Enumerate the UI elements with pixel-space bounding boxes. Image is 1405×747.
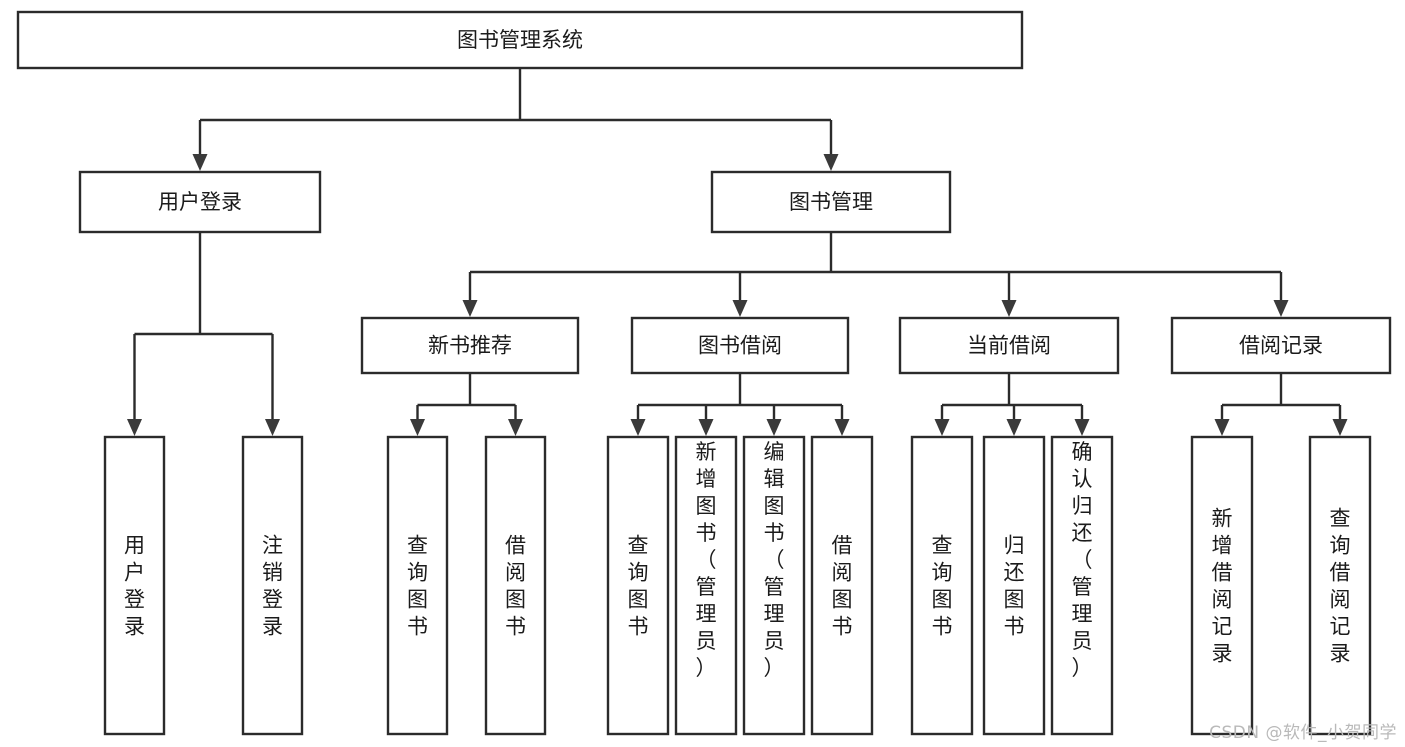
node-book-borrow[interactable]: 图书借阅 (630, 316, 850, 375)
new-book-recommend-to-leaves-arrow-1 (508, 419, 523, 436)
node-leaf-user-login-box (103, 435, 166, 736)
new-book-recommend-to-leaves-arrow-0 (410, 419, 425, 436)
node-leaf-return-book-label: 归还图书 (1004, 534, 1025, 639)
node-leaf-borrow-book-2[interactable]: 借阅图书 (810, 435, 874, 736)
book-borrow-to-leaves-arrow-2 (766, 419, 782, 436)
node-leaf-edit-book-label: 编辑图书（管理员） (764, 440, 785, 680)
book-manage-to-level3-arrow-2 (1001, 300, 1017, 317)
root-to-level2-arrow-0 (192, 154, 208, 171)
node-leaf-user-login[interactable]: 用户登录 (103, 435, 166, 736)
node-leaf-user-login-label: 用户登录 (124, 534, 145, 639)
node-leaf-edit-book-box (742, 435, 806, 736)
node-leaf-borrow-book-2-label: 借阅图书 (832, 534, 853, 639)
node-leaf-add-record-label: 新增借阅记录 (1212, 507, 1233, 666)
node-leaf-borrow-book-2-box (810, 435, 874, 736)
node-new-book-recommend-label: 新书推荐 (428, 334, 512, 358)
node-borrow-record[interactable]: 借阅记录 (1170, 316, 1392, 375)
current-borrow-to-leaves-arrow-2 (1074, 419, 1090, 436)
root-to-level2-arrow-1 (823, 154, 839, 171)
book-borrow-to-leaves-arrow-0 (630, 419, 646, 436)
borrow-record-to-leaves-arrow-0 (1214, 419, 1230, 436)
book-borrow-to-leaves-arrow-3 (834, 419, 850, 436)
user-login-to-leaves-arrow-0 (127, 419, 142, 436)
book-borrow-to-leaves-arrow-1 (698, 419, 714, 436)
node-leaf-borrow-book-1[interactable]: 借阅图书 (484, 435, 547, 736)
node-leaf-confirm-return-label: 确认归还（管理员） (1072, 440, 1093, 680)
node-current-borrow-box (898, 316, 1120, 375)
node-current-borrow-label: 当前借阅 (967, 334, 1051, 358)
current-borrow-to-leaves-arrow-0 (934, 419, 950, 436)
node-leaf-query-book-1-box (386, 435, 449, 736)
node-root-label: 图书管理系统 (457, 28, 583, 52)
node-user-login[interactable]: 用户登录 (78, 170, 322, 234)
node-leaf-query-book-3-label: 查询图书 (932, 534, 953, 639)
book-manage-to-level3-arrow-3 (1273, 300, 1289, 317)
node-leaf-edit-book[interactable]: 编辑图书（管理员） (742, 435, 806, 736)
borrow-record-to-leaves-arrow-1 (1332, 419, 1348, 436)
node-leaf-add-record-box (1190, 435, 1254, 736)
node-leaf-add-book-box (674, 435, 738, 736)
node-leaf-add-book-label: 新增图书（管理员） (696, 440, 717, 680)
node-leaf-logout-label: 注销登录 (262, 534, 283, 639)
node-leaf-add-book[interactable]: 新增图书（管理员） (674, 435, 738, 736)
node-leaf-query-book-3[interactable]: 查询图书 (910, 435, 974, 736)
node-leaf-query-book-2-box (606, 435, 670, 736)
node-new-book-recommend-box (360, 316, 580, 375)
node-borrow-record-label: 借阅记录 (1239, 334, 1323, 358)
node-leaf-logout-box (241, 435, 304, 736)
node-leaf-query-record-label: 查询借阅记录 (1330, 507, 1351, 666)
connector-layer (127, 68, 1348, 436)
node-layer: 图书管理系统用户登录图书管理新书推荐图书借阅当前借阅借阅记录用户登录注销登录查询… (16, 10, 1392, 736)
node-book-manage-box (710, 170, 952, 234)
node-new-book-recommend[interactable]: 新书推荐 (360, 316, 580, 375)
node-book-manage-label: 图书管理 (789, 190, 873, 214)
node-leaf-borrow-book-1-label: 借阅图书 (505, 534, 526, 639)
book-manage-to-level3-arrow-0 (462, 300, 478, 317)
node-book-manage[interactable]: 图书管理 (710, 170, 952, 234)
node-leaf-confirm-return[interactable]: 确认归还（管理员） (1050, 435, 1114, 736)
current-borrow-to-leaves-arrow-1 (1006, 419, 1022, 436)
user-login-to-leaves-arrow-1 (265, 419, 280, 436)
node-leaf-return-book[interactable]: 归还图书 (982, 435, 1046, 736)
book-manage-to-level3-arrow-1 (732, 300, 748, 317)
node-user-login-box (78, 170, 322, 234)
node-borrow-record-box (1170, 316, 1392, 375)
node-leaf-borrow-book-1-box (484, 435, 547, 736)
node-user-login-label: 用户登录 (158, 190, 242, 214)
node-leaf-query-record[interactable]: 查询借阅记录 (1308, 435, 1372, 736)
node-leaf-return-book-box (982, 435, 1046, 736)
node-current-borrow[interactable]: 当前借阅 (898, 316, 1120, 375)
node-leaf-confirm-return-box (1050, 435, 1114, 736)
node-root[interactable]: 图书管理系统 (16, 10, 1024, 70)
node-root-box (16, 10, 1024, 70)
node-leaf-query-book-1-label: 查询图书 (407, 534, 428, 639)
node-leaf-add-record[interactable]: 新增借阅记录 (1190, 435, 1254, 736)
node-leaf-query-book-3-box (910, 435, 974, 736)
node-leaf-logout[interactable]: 注销登录 (241, 435, 304, 736)
node-book-borrow-label: 图书借阅 (698, 334, 782, 358)
node-book-borrow-box (630, 316, 850, 375)
node-leaf-query-book-1[interactable]: 查询图书 (386, 435, 449, 736)
node-leaf-query-book-2-label: 查询图书 (628, 534, 649, 639)
node-leaf-query-record-box (1308, 435, 1372, 736)
node-leaf-query-book-2[interactable]: 查询图书 (606, 435, 670, 736)
